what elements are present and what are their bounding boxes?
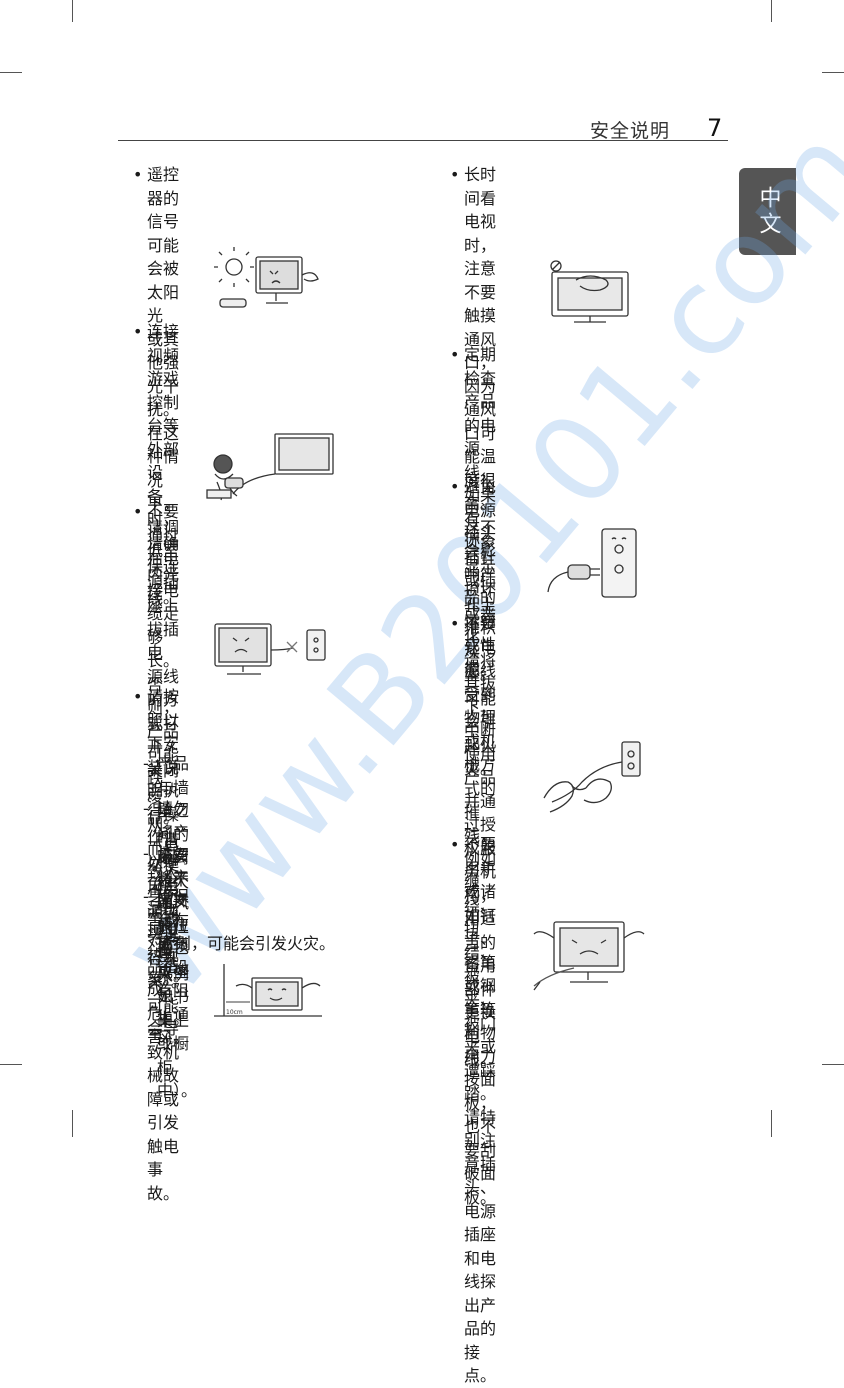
crop-mark	[771, 0, 772, 22]
text-line: 式的摧残，例如缠绕、扭结、被	[464, 778, 497, 986]
text-line: 而导致人身伤害或对产品造成	[147, 839, 180, 999]
page-number: 7	[707, 114, 723, 142]
language-tab: 中文	[739, 168, 796, 255]
text-line: 备时，请确保连接电缆足够	[147, 486, 180, 647]
text-line: 电线。	[464, 1026, 497, 1070]
text-line: 或其他强光干扰。在这种情况	[147, 329, 180, 490]
text-line: 遥控器的信号可能会被太阳光	[147, 165, 180, 325]
text-line: 象。	[147, 969, 180, 988]
text-line: 否则，可能会引发火灾。	[159, 934, 336, 953]
text-line: 不要让电源线受到物理或机械方	[464, 614, 497, 774]
fire-warning-note: 否则，可能会引发火灾。	[159, 932, 335, 956]
remote-sunlight-illustration	[214, 247, 319, 308]
text-line: 产品与墙壁之间的距离应大于	[157, 754, 190, 914]
text-line: 笔等利物用力按面板，也不要刮	[464, 999, 497, 1160]
text-line: 通风口，因为通风口可能温度很	[464, 329, 497, 490]
text-line: 风。	[157, 1028, 190, 1047]
text-line: 上。	[157, 1008, 190, 1028]
text-line: 确保台布或布帘没有阻止通	[157, 887, 190, 1024]
text-line: 作，以避免产品出现过热现	[147, 828, 180, 965]
text-line: 灰尘。可能会引起火灾。	[464, 641, 497, 779]
text-line: 不要用手或诸如钉子、铅笔或钢	[464, 835, 497, 995]
crop-mark	[822, 1064, 844, 1065]
power-plug-tv-illustration	[214, 623, 326, 675]
crop-mark	[822, 72, 844, 73]
crop-mark	[72, 1110, 73, 1137]
crop-mark	[771, 1110, 772, 1137]
text-line: 关）。可能会导致机械故障或	[147, 972, 188, 1109]
text-line: 危害。	[147, 1003, 180, 1047]
wall-distance-illustration: 10cm	[214, 964, 322, 1017]
text-line: （请勿使用电源插头进行开	[147, 831, 180, 968]
text-line: 下，中断使用产品并通过授权服	[464, 697, 497, 858]
panel-scratch-illustration	[533, 921, 645, 991]
section-title: 安全说明	[590, 120, 671, 142]
text-line: （例如书架上或橱柜中）。	[157, 963, 198, 1101]
text-line: 引发触电事故。	[147, 1113, 180, 1203]
text-line: 源线的方式打开 / 关闭产品。	[147, 666, 180, 827]
text-line: 定期检查产品的电源线，如果有	[464, 345, 497, 529]
text-line: 高。这不会影响产品的运行或性	[464, 494, 497, 654]
header-rule	[118, 140, 728, 141]
text-line: 品的接点。	[464, 1319, 497, 1385]
text-line: 10 厘米。	[157, 918, 190, 985]
text-line: 长时间看电视时，注意不要触摸	[464, 165, 497, 325]
distance-label: 10cm	[226, 1009, 243, 1016]
cord-twisting-illustration	[543, 741, 641, 813]
text-line: 请勿将产品安装不通风的位置	[157, 799, 190, 959]
text-line: 务机构，用适当的备用部件更换	[464, 862, 497, 1022]
dusty-plug-illustration	[547, 528, 637, 598]
language-tab-label: 中文	[755, 185, 781, 238]
text-line: 避免电源插头插针或插孔上堆积	[464, 477, 497, 637]
crop-mark	[72, 0, 73, 22]
text-line: 连接视频游戏控制台等外部设	[147, 322, 180, 482]
game-console-illustration	[206, 433, 334, 501]
text-line: 请按照以下安装说明执行操	[147, 687, 180, 824]
crop-mark	[0, 1064, 22, 1065]
vent-touch-prohibited-illustration	[550, 260, 629, 323]
text-line: 请勿将产品安装在地毯或垫子	[157, 844, 190, 1004]
text-line: 破面板。	[464, 1164, 497, 1207]
text-line: 长。否则，产品可能跌落，从	[147, 651, 180, 835]
text-line: 迹象显示损坏或恶化，请将其拔	[464, 533, 497, 693]
text-line: 能。	[464, 658, 497, 678]
text-line: 不要通过在电源插座上拔插电	[147, 502, 180, 662]
text-line: 下，请调低室内光线。	[147, 494, 180, 607]
crop-mark	[0, 72, 22, 73]
